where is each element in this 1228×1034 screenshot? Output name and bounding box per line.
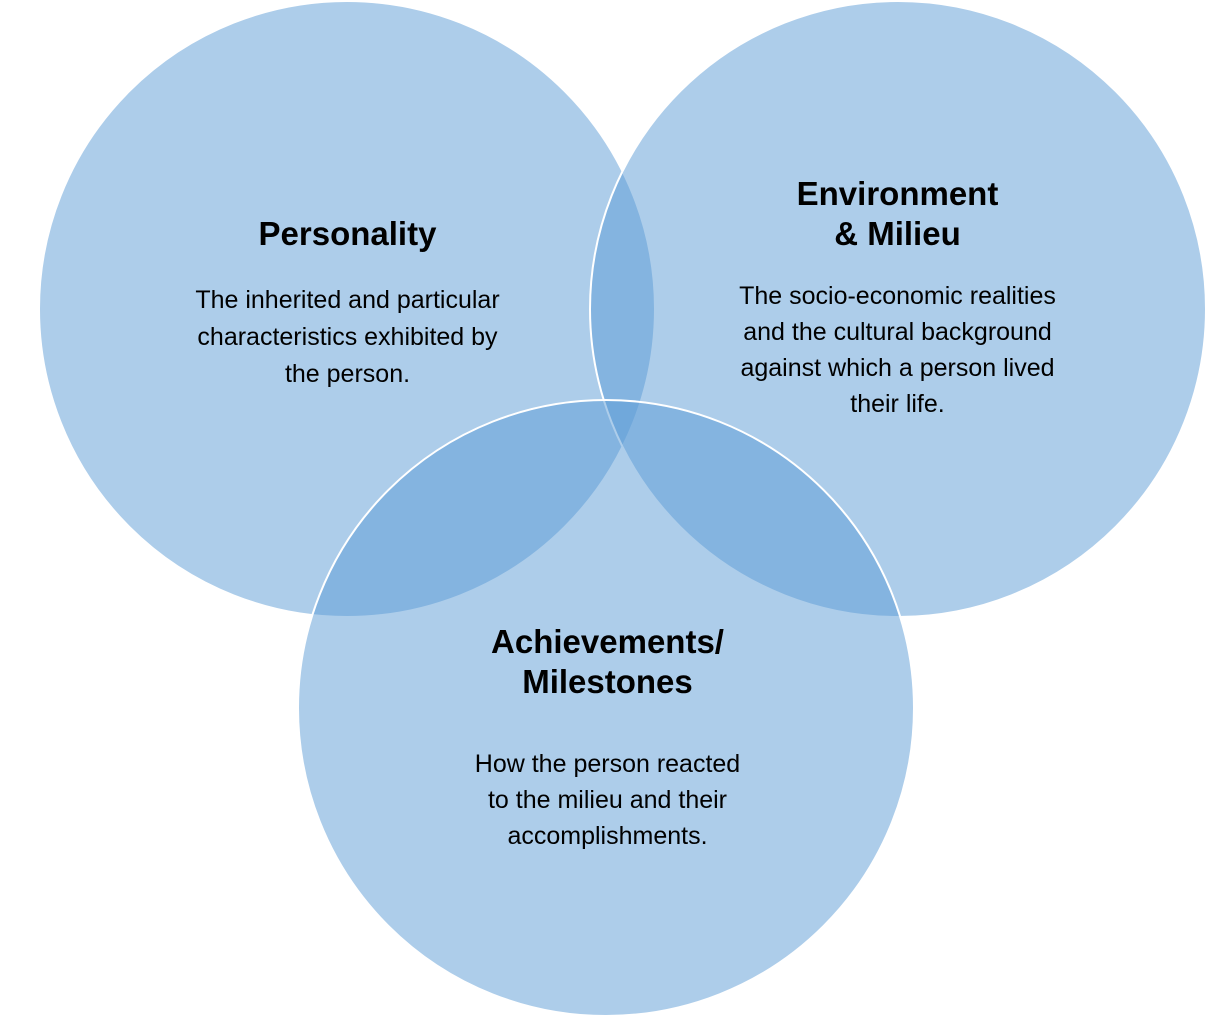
personality-title: Personality bbox=[120, 214, 575, 254]
achievements-title: Achievements/ Milestones bbox=[380, 622, 835, 702]
environment-description: The socio-economic realities and the cul… bbox=[670, 278, 1125, 422]
environment-label: Environment & Milieu The socio-economic … bbox=[670, 174, 1125, 422]
desc-line: The socio-economic realities bbox=[739, 282, 1056, 310]
desc-line: to the milieu and their bbox=[487, 786, 728, 814]
desc-line: How the person reacted bbox=[474, 750, 741, 778]
desc-line: their life. bbox=[850, 390, 945, 418]
desc-line: against which a person lived bbox=[740, 354, 1055, 382]
desc-line: The inherited and particular bbox=[195, 286, 500, 314]
achievements-label: Achievements/ Milestones How the person … bbox=[380, 622, 835, 854]
title-line: Environment bbox=[796, 175, 999, 212]
environment-title: Environment & Milieu bbox=[670, 174, 1125, 254]
title-line: & Milieu bbox=[834, 215, 961, 252]
desc-line: characteristics exhibited by bbox=[197, 323, 498, 351]
circle-achievements bbox=[297, 399, 915, 1017]
desc-line: and the cultural background bbox=[743, 318, 1052, 346]
desc-line: the person. bbox=[284, 360, 411, 388]
title-line: Achievements/ bbox=[491, 623, 724, 660]
title-line: Milestones bbox=[522, 663, 693, 700]
achievements-description: How the person reacted to the milieu and… bbox=[380, 746, 835, 854]
desc-line: accomplishments. bbox=[507, 822, 708, 850]
personality-label: Personality The inherited and particular… bbox=[120, 214, 575, 393]
personality-description: The inherited and particular characteris… bbox=[120, 282, 575, 393]
title-line: Personality bbox=[258, 215, 437, 252]
